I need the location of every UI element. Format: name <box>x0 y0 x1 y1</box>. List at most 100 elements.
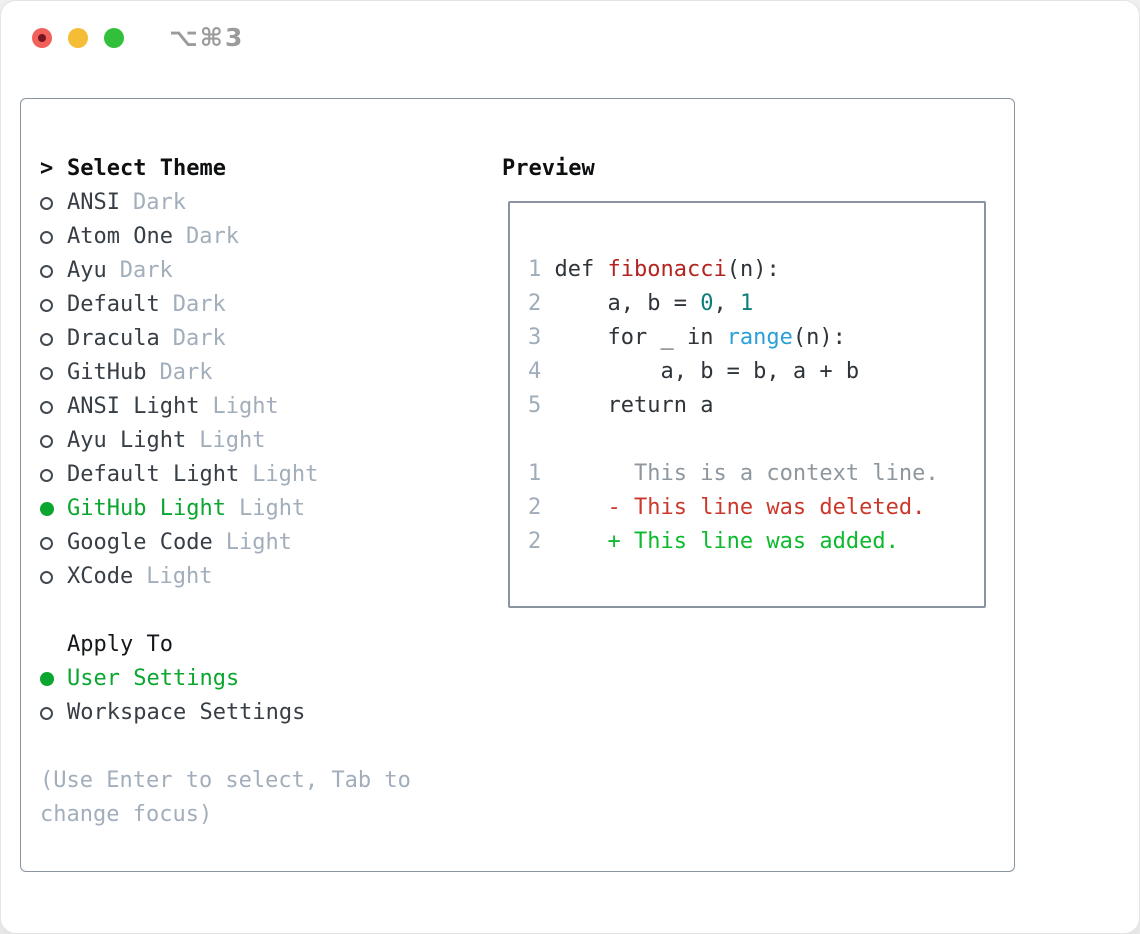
radio-icon <box>40 298 67 312</box>
theme-name: Ayu <box>67 258 107 283</box>
line-number: 1 <box>528 257 555 282</box>
code-segment: - This line was deleted. <box>554 495 926 520</box>
theme-name: Atom One <box>67 224 173 249</box>
code-segment: a, b = b, a + b <box>554 359 860 384</box>
line-number: 2 <box>528 291 555 316</box>
select-theme-title: Select Theme <box>67 156 226 181</box>
unsaved-dot-icon <box>38 34 46 42</box>
theme-name: Default Light <box>67 462 240 487</box>
code-segment: def <box>554 257 608 282</box>
theme-variant-tag: Dark <box>172 326 226 351</box>
theme-name: Google Code <box>67 530 213 555</box>
preview-header: Preview <box>502 156 595 181</box>
theme-option[interactable]: XCode Light <box>40 560 411 594</box>
theme-option[interactable]: ANSI Light Light <box>40 390 411 424</box>
radio-icon <box>40 706 67 720</box>
theme-option[interactable]: Ayu Dark <box>40 254 411 288</box>
apply-to-header: Apply To <box>40 628 411 662</box>
theme-option[interactable]: Google Code Light <box>40 526 411 560</box>
minimize-button[interactable] <box>68 28 88 48</box>
line-number: 2 <box>528 495 555 520</box>
theme-name: Dracula <box>67 326 160 351</box>
theme-variant-tag: Light <box>238 496 306 521</box>
theme-name: XCode <box>67 564 134 589</box>
radio-icon <box>40 468 67 482</box>
help-text-line: change focus) <box>40 802 213 827</box>
code-line: 3 for _ in range(n): <box>528 321 984 355</box>
theme-option[interactable]: Default Light Light <box>40 458 411 492</box>
theme-variant-tag: Dark <box>119 258 173 283</box>
theme-variant-tag: Light <box>252 462 319 487</box>
code-line: 5 return a <box>528 389 984 423</box>
theme-option[interactable]: Default Dark <box>40 288 411 322</box>
radio-icon <box>40 434 67 448</box>
code-segment: return a <box>554 393 714 418</box>
radio-icon <box>40 264 67 278</box>
theme-variant-tag: Light <box>212 394 279 419</box>
code-segment: This is a context line. <box>554 461 939 486</box>
line-number: 1 <box>528 461 555 486</box>
theme-option[interactable]: Ayu Light Light <box>40 424 411 458</box>
help-text-line: (Use Enter to select, Tab to <box>40 768 411 793</box>
theme-option[interactable]: Dracula Dark <box>40 322 411 356</box>
line-number: 2 <box>528 529 555 554</box>
theme-variant-tag: Light <box>199 428 266 453</box>
radio-icon <box>40 366 67 380</box>
theme-variant-tag: Dark <box>185 224 239 249</box>
radio-icon <box>40 536 67 550</box>
theme-name: Default <box>67 292 160 317</box>
prompt-icon: > <box>40 156 54 181</box>
apply-option[interactable]: User Settings <box>40 662 411 696</box>
select-theme-header: > Select Theme <box>40 152 411 186</box>
theme-option[interactable]: Atom One Dark <box>40 220 411 254</box>
theme-variant-tag: Light <box>225 530 292 555</box>
code-line: 4 a, b = b, a + b <box>528 355 984 389</box>
code-segment: + This line was added. <box>554 529 899 554</box>
apply-option[interactable]: Workspace Settings <box>40 696 411 730</box>
theme-name: Ayu Light <box>67 428 187 453</box>
line-number: 4 <box>528 359 555 384</box>
radio-icon <box>40 570 67 584</box>
spacer <box>528 423 984 457</box>
diff-preview: 1 This is a context line.2 - This line w… <box>528 457 984 559</box>
theme-option[interactable]: GitHub Light Light <box>40 492 411 526</box>
apply-option-label: Workspace Settings <box>67 700 306 725</box>
radio-icon <box>40 400 67 414</box>
line-number: 5 <box>528 393 555 418</box>
radio-icon <box>40 332 67 346</box>
code-line: 2 a, b = 0, 1 <box>528 287 984 321</box>
diff-line: 2 - This line was deleted. <box>528 491 984 525</box>
line-number: 3 <box>528 325 555 350</box>
apply-to-title: Apply To <box>67 632 173 657</box>
code-segment: (n): <box>792 325 846 350</box>
theme-variant-tag: Light <box>146 564 213 589</box>
radio-icon <box>40 230 67 244</box>
theme-variant-tag: Dark <box>159 360 213 385</box>
code-segment: for _ in <box>554 325 727 350</box>
code-segment: , <box>713 291 740 316</box>
code-line: 1 def fibonacci(n): <box>528 253 984 287</box>
theme-name: ANSI Light <box>67 394 200 419</box>
theme-name: ANSI <box>67 190 120 215</box>
maximize-button[interactable] <box>104 28 124 48</box>
code-segment: a, b = <box>554 291 701 316</box>
window-title: ⌥⌘3 <box>169 23 245 52</box>
radio-selected-icon <box>40 672 67 686</box>
close-button[interactable] <box>32 28 52 48</box>
diff-line: 1 This is a context line. <box>528 457 984 491</box>
theme-variant-tag: Dark <box>172 292 226 317</box>
theme-name: GitHub Light <box>67 496 226 521</box>
help-text: (Use Enter to select, Tab to change focus… <box>40 764 411 832</box>
radio-selected-icon <box>40 502 67 516</box>
code-segment: (n): <box>726 257 780 282</box>
spacer <box>40 594 411 628</box>
